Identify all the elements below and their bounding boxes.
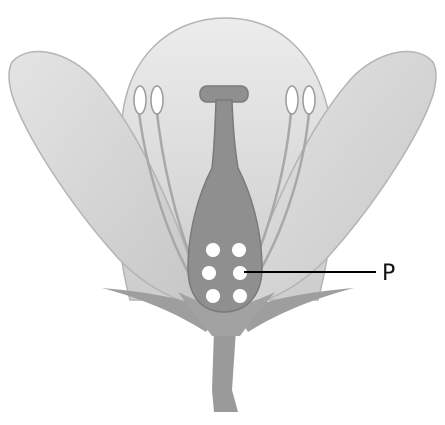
anther bbox=[303, 86, 315, 114]
anther bbox=[286, 86, 298, 114]
ovule bbox=[233, 289, 247, 303]
ovule bbox=[232, 243, 246, 257]
label-p: P bbox=[382, 261, 395, 286]
anther bbox=[151, 86, 163, 114]
ovule bbox=[206, 289, 220, 303]
stem bbox=[212, 330, 238, 412]
anther bbox=[134, 86, 146, 114]
ovule bbox=[206, 243, 220, 257]
ovule bbox=[202, 266, 216, 280]
